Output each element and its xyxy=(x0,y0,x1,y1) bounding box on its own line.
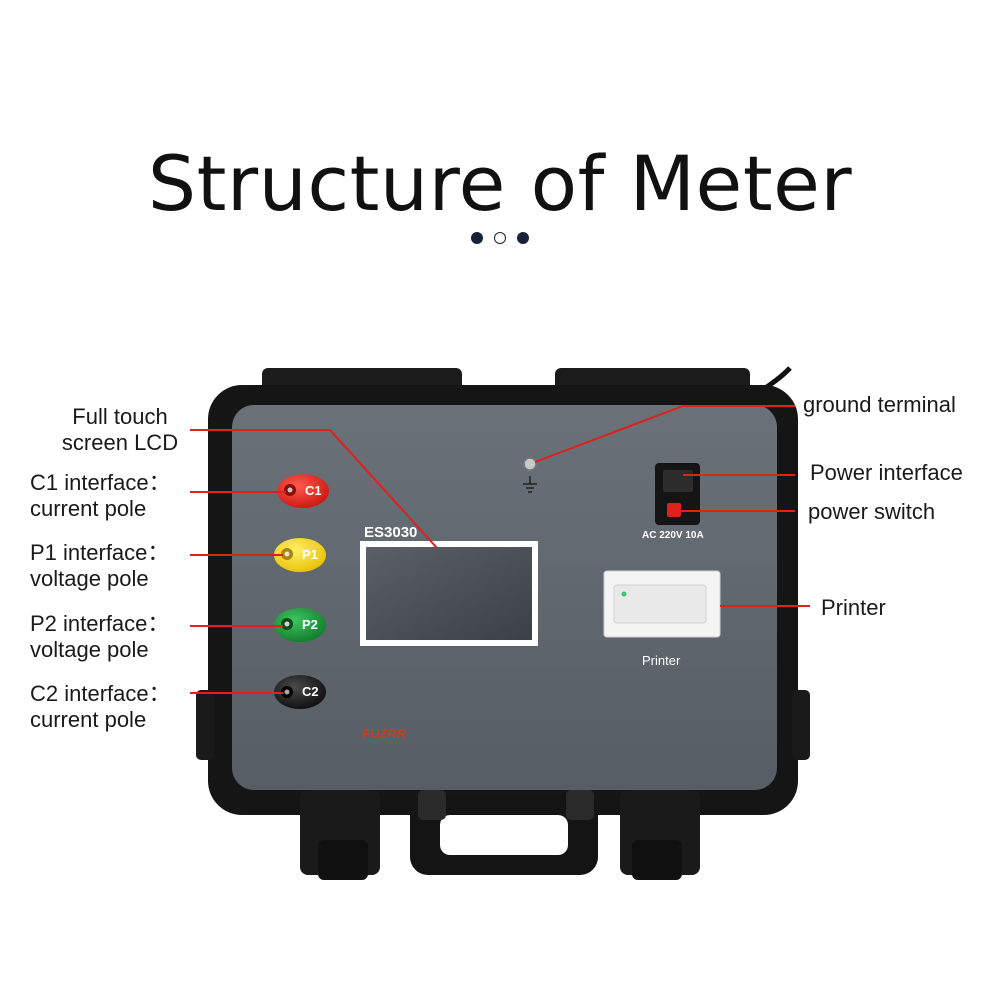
callout-lcd-line1: Full touch xyxy=(72,404,168,429)
callout-c2-line1: C2 interface： xyxy=(30,681,171,706)
terminal-p2-icon xyxy=(274,608,326,642)
callout-power-switch: power switch xyxy=(808,499,936,524)
brand-logo: FUZRR xyxy=(362,726,407,741)
callout-lcd-line2: screen LCD xyxy=(61,430,179,455)
terminal-p2-label: P2 xyxy=(302,617,318,632)
callout-c2-line2: current pole xyxy=(30,707,147,732)
carousel-dot-2[interactable] xyxy=(494,232,506,244)
power-inlet-icon xyxy=(655,463,700,525)
leader-lines xyxy=(190,405,810,694)
ground-terminal-icon xyxy=(523,457,537,493)
callout-p1: P1 interface： voltage pole xyxy=(30,540,169,592)
carousel-dot-3[interactable] xyxy=(517,232,529,244)
callout-p1-line2: voltage pole xyxy=(30,566,149,591)
page-title: Structure of Meter xyxy=(147,138,853,228)
case-bottom-latches xyxy=(300,790,700,880)
callout-c1: C1 interface： current pole xyxy=(30,470,171,522)
terminal-c1-label: C1 xyxy=(305,483,322,498)
callout-c1-line1: C1 interface： xyxy=(30,470,171,495)
model-label: ES3030 xyxy=(364,524,418,541)
carousel-dot-1[interactable] xyxy=(471,232,483,244)
callout-ground-terminal: ground terminal xyxy=(803,392,956,417)
leader-lcd xyxy=(190,429,438,549)
carry-handle xyxy=(410,790,598,875)
terminal-c2-label: C2 xyxy=(302,684,319,699)
callout-lcd: Full touch screen LCD xyxy=(40,404,200,456)
callout-power-interface: Power interface xyxy=(810,460,963,485)
printer-icon xyxy=(603,570,721,638)
terminal-p1-label: P1 xyxy=(302,547,318,562)
callout-p2: P2 interface： voltage pole xyxy=(30,611,169,663)
callout-p1-line1: P1 interface： xyxy=(30,540,170,565)
callout-p2-line2: voltage pole xyxy=(30,637,149,662)
callout-c1-line2: current pole xyxy=(30,496,147,521)
power-rating-label: AC 220V 10A xyxy=(642,530,704,541)
callout-printer: Printer xyxy=(821,595,886,620)
lcd-screen xyxy=(366,547,532,640)
printer-panel-label: Printer xyxy=(642,653,681,668)
callout-c2: C2 interface： current pole xyxy=(30,681,171,733)
leader-ground xyxy=(534,405,795,463)
callout-p2-line1: P2 interface： xyxy=(30,611,170,636)
carousel-dots xyxy=(0,232,1000,244)
terminal-c2-icon xyxy=(274,675,326,709)
terminal-c1-icon xyxy=(277,474,329,508)
terminal-p1-icon xyxy=(274,538,326,572)
